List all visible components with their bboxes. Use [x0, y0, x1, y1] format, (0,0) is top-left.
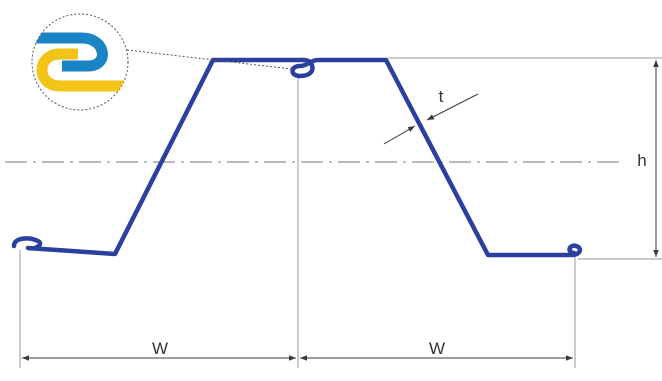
width-label-right: W [429, 339, 445, 358]
thickness-label: t [439, 87, 444, 106]
width-label-left: W [152, 339, 168, 358]
interlock-logo-icon [31, 13, 129, 111]
thickness-dimension-lower [383, 125, 416, 145]
height-label: h [637, 151, 646, 170]
extension-lines [19, 57, 662, 368]
dimension-lines [22, 60, 659, 361]
thickness-dimension-upper [426, 93, 479, 121]
sheet-pile-profile [11, 57, 583, 258]
